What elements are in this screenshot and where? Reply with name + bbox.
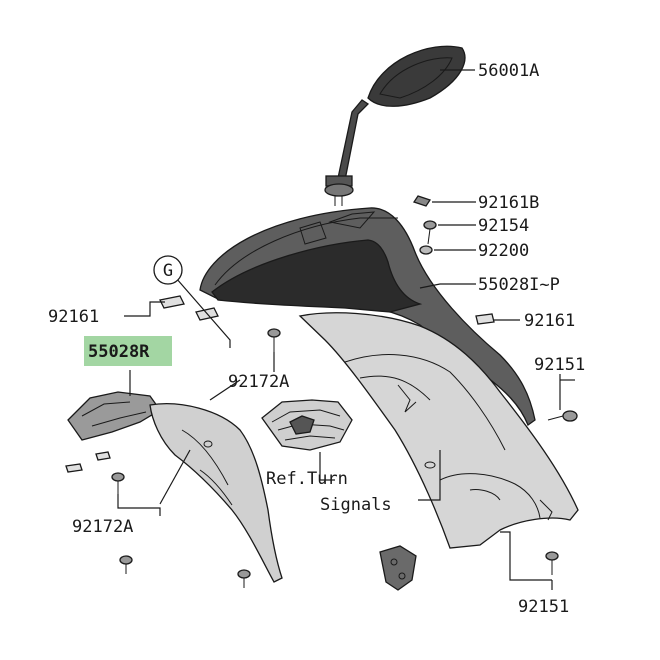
main-cowl-part [199, 207, 536, 427]
label-signals: Signals [320, 495, 392, 515]
label-92151-upper: 92151 [534, 355, 585, 375]
label-92161-right: 92161 [524, 311, 575, 331]
label-92172a-lower: 92172A [72, 517, 133, 537]
leader-lines [117, 69, 575, 590]
mounting-bracket-part [379, 545, 417, 591]
lower-fairing-part [298, 312, 579, 549]
label-92200: 92200 [478, 241, 529, 261]
label-ref-turn: Ref.Turn [266, 469, 348, 489]
inner-cowl-left-part [67, 391, 283, 583]
label-56001a: 56001A [478, 61, 539, 81]
mirror-part [324, 45, 466, 206]
circle-marker-g: G [153, 255, 183, 285]
circle-marker-label: G [163, 261, 173, 281]
label-55028i-p: 55028I~P [478, 275, 560, 295]
label-92161-left: 92161 [48, 307, 99, 327]
label-92154: 92154 [478, 216, 529, 236]
label-92172a-center: 92172A [228, 372, 289, 392]
fasteners [65, 195, 578, 588]
label-92151-lower: 92151 [518, 597, 569, 617]
highlight-box [84, 336, 172, 366]
label-92161b: 92161B [478, 193, 539, 213]
label-55028r: 55028R [88, 342, 150, 362]
turn-signal-part [261, 399, 353, 451]
